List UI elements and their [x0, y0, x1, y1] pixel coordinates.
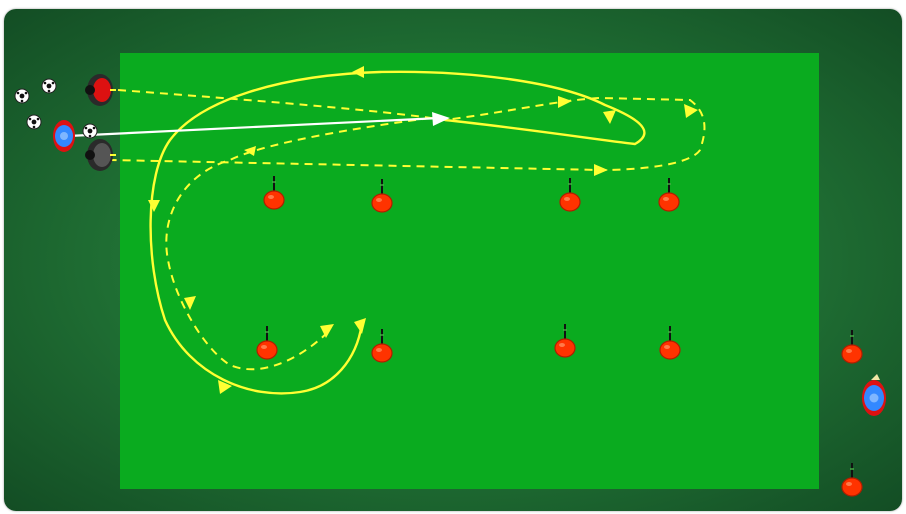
player-icon [53, 120, 75, 152]
player-icon [85, 139, 116, 171]
soccer-ball-icon [15, 89, 29, 103]
soccer-ball-icon [83, 124, 97, 138]
cone-icon [842, 330, 862, 363]
soccer-ball-icon [27, 115, 41, 129]
cone-icon [842, 463, 862, 496]
soccer-ball-icon [42, 79, 56, 93]
player-icon [862, 374, 886, 416]
pitch [120, 53, 819, 489]
player-icon [85, 74, 116, 106]
